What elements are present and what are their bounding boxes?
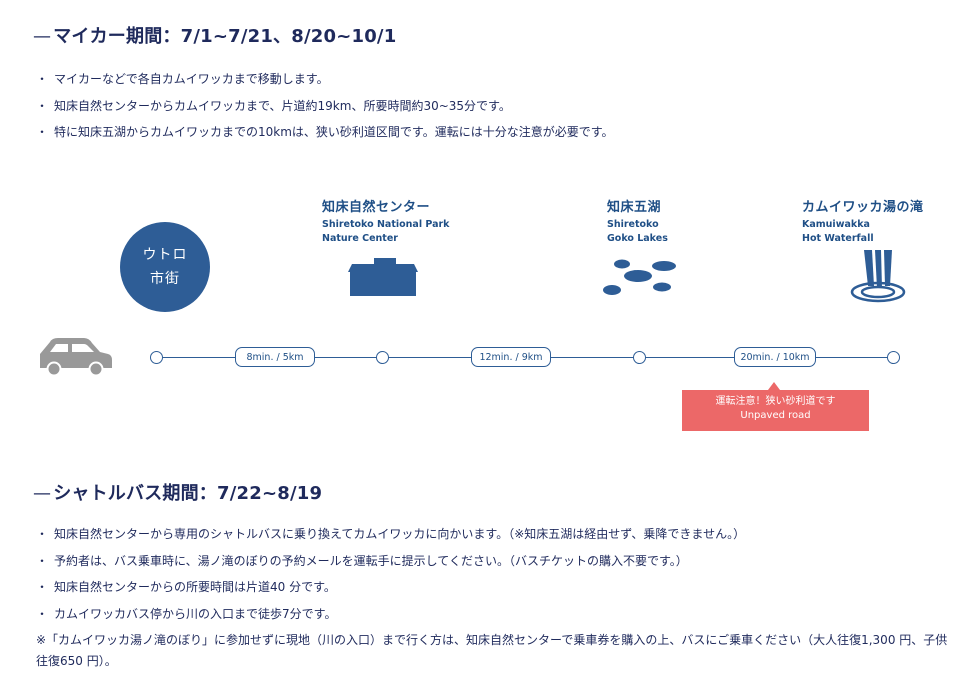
waterfall-icon xyxy=(850,250,906,303)
station-name-en: Hot Waterfall xyxy=(802,233,874,244)
section-heading-shuttle: —シャトルバス期間：7/22~8/19 xyxy=(33,483,323,504)
list-item: 知床自然センターからの所要時間は片道40 分です。 xyxy=(36,577,745,604)
route-node xyxy=(150,351,163,364)
list-item: 特に知床五湖からカムイワッカまでの10kmは、狭い砂利道区間です。運転には十分な… xyxy=(36,122,614,149)
utoro-town-circle: ウトロ 市街 xyxy=(120,222,210,312)
station-nature-center: 知床自然センター Shiretoko National Park Nature … xyxy=(322,196,450,246)
building-icon xyxy=(348,258,418,296)
station-name-ja: カムイワッカ湯の滝 xyxy=(802,200,924,215)
list-item: 知床自然センターからカムイワッカまで、片道約19km、所要時間約30~35分です… xyxy=(36,96,614,123)
station-name-ja: 知床自然センター xyxy=(322,200,431,215)
station-name-en: Shiretoko National Park xyxy=(322,219,450,230)
warning-arrow xyxy=(768,382,780,390)
list-item: 予約者は、バス乗車時に、湯ノ滝のぼりの予約メールを運転手に提示してください。（バ… xyxy=(36,551,745,578)
list-item: カムイワッカバス停から川の入口まで徒歩7分です。 xyxy=(36,604,745,631)
list-item: 知床自然センターから専用のシャトルバスに乗り換えてカムイワッカに向かいます。（※… xyxy=(36,524,745,551)
mycar-bullet-list: マイカーなどで各自カムイワッカまで移動します。 知床自然センターからカムイワッカ… xyxy=(36,69,614,149)
section-heading-mycar: —マイカー期間：7/1~7/21、8/20~10/1 xyxy=(33,26,397,47)
list-item: マイカーなどで各自カムイワッカまで移動します。 xyxy=(36,69,614,96)
segment-label: 20min. / 10km xyxy=(734,347,816,367)
route-node xyxy=(633,351,646,364)
station-name-ja: 知床五湖 xyxy=(607,200,662,215)
route-node xyxy=(376,351,389,364)
station-name-en: Shiretoko xyxy=(607,219,659,230)
segment-label: 8min. / 5km xyxy=(235,347,315,367)
station-kamuiwakka: カムイワッカ湯の滝 Kamuiwakka Hot Waterfall xyxy=(802,196,924,246)
unpaved-road-warning: 運転注意！狭い砂利道です Unpaved road xyxy=(682,390,869,431)
route-node xyxy=(887,351,900,364)
car-icon xyxy=(40,338,112,376)
shuttle-bullet-list: 知床自然センターから専用のシャトルバスに乗り換えてカムイワッカに向かいます。（※… xyxy=(36,524,745,630)
station-name-en: Kamuiwakka xyxy=(802,219,870,230)
segment-label: 12min. / 9km xyxy=(471,347,551,367)
station-name-en: Goko Lakes xyxy=(607,233,668,244)
station-name-en: Nature Center xyxy=(322,233,398,244)
station-goko-lakes: 知床五湖 Shiretoko Goko Lakes xyxy=(607,196,668,246)
lakes-icon xyxy=(603,259,676,295)
shuttle-note: ※「カムイワッカ湯ノ滝のぼり」に参加せずに現地（川の入口）まで行く方は、知床自然… xyxy=(36,633,948,668)
